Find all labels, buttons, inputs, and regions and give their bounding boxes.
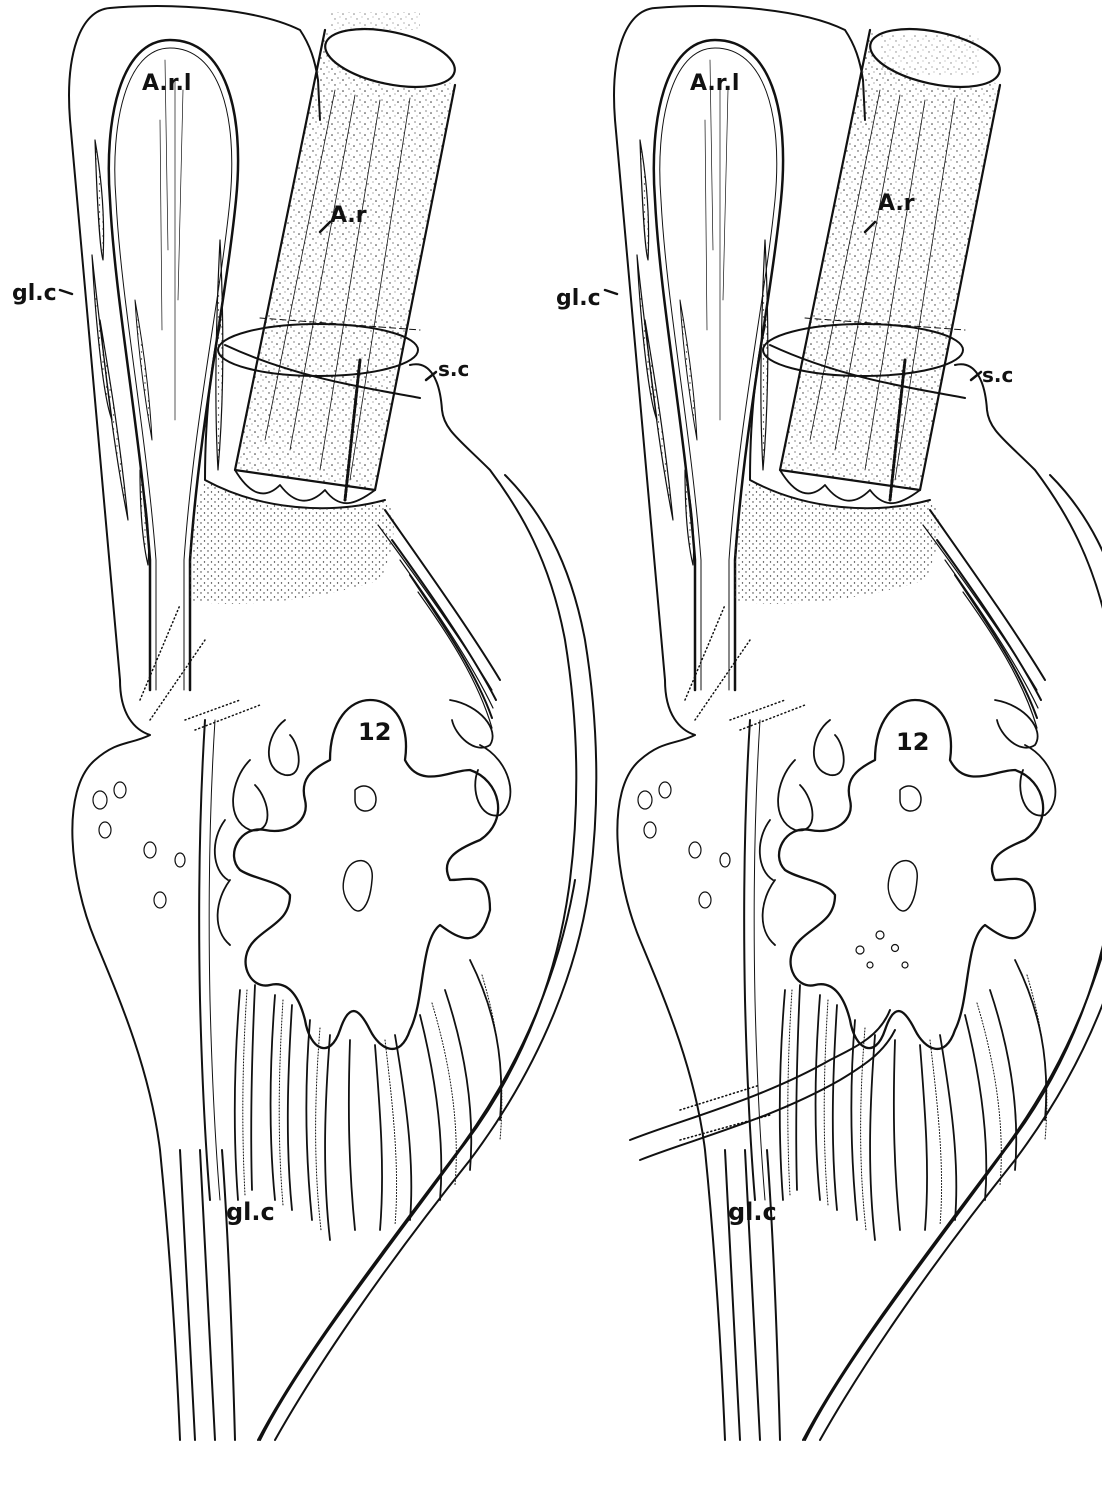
right-tentacle-tip-stipple [880, 35, 980, 75]
right-label-number: 12 [896, 728, 929, 756]
left-label-sc: s.c [438, 357, 469, 381]
right-oblique-channel [630, 931, 908, 1160]
right-label-glc-upper: gl.c [556, 286, 601, 311]
left-tentacle-tip-stipple [330, 12, 420, 30]
right-label-ar: A.r [878, 191, 915, 216]
right-label-arl: A.r.l [690, 71, 739, 96]
right-label-glc-lower: gl.c [728, 1198, 777, 1226]
left-label-glc-lower: gl.c [226, 1198, 275, 1226]
left-panel: A.r.l A.r gl.c s.c 12 gl.c [12, 6, 596, 1440]
left-label-glc-upper: gl.c [12, 281, 57, 306]
right-label-sc: s.c [982, 363, 1013, 387]
left-label-ar: A.r [330, 203, 367, 228]
left-label-number: 12 [358, 718, 391, 746]
left-anatomy-drawing [60, 6, 596, 1440]
right-panel: A.r.l A.r gl.c s.c 12 gl.c [556, 6, 1102, 1440]
left-label-arl: A.r.l [142, 71, 191, 96]
right-anatomy-drawing [605, 6, 1102, 1440]
